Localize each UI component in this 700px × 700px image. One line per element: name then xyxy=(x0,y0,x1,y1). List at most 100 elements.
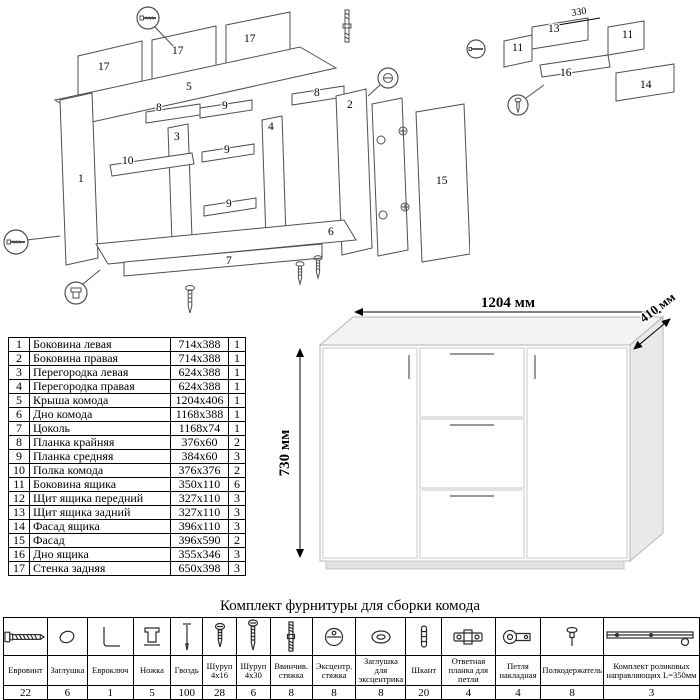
part-qty: 3 xyxy=(228,491,246,506)
hardware-name: Полкодержатель xyxy=(540,655,604,686)
part-label: 17 xyxy=(172,45,184,57)
part-qty: 6 xyxy=(228,477,246,492)
hw-icon-cell xyxy=(46,617,88,656)
hardware-qty: 6 xyxy=(235,685,271,700)
part-label: 11 xyxy=(622,29,633,41)
part-number: 5 xyxy=(8,393,30,408)
part-label: 7 xyxy=(226,255,232,267)
hardware-name: Заглушка xyxy=(46,655,88,686)
part-size: 376x376 xyxy=(170,463,229,478)
part-name: Крыша комода xyxy=(29,393,171,408)
shelf xyxy=(109,152,195,177)
part-size: 327x110 xyxy=(170,491,229,506)
part-qty: 3 xyxy=(228,449,246,464)
hw-icon-cell xyxy=(235,617,271,656)
part-name: Перегородка левая xyxy=(29,365,171,380)
hardware-qty-row: 22 6 1 5 100 28 6 8 8 8 20 4 4 8 3 xyxy=(3,685,700,700)
part-label: 4 xyxy=(268,121,274,133)
screw-icon xyxy=(185,285,195,314)
part-qty: 3 xyxy=(228,505,246,520)
part-label: 8 xyxy=(156,102,162,114)
hw-icon-cell xyxy=(202,617,237,656)
hardware-name: Шкант xyxy=(405,655,443,686)
drawer-front-facade xyxy=(615,63,675,102)
hardware-qty: 1 xyxy=(86,685,134,700)
drawer-front xyxy=(419,418,525,489)
hw-icon-cell xyxy=(355,617,407,656)
part-qty: 2 xyxy=(228,463,246,478)
part-qty: 1 xyxy=(228,379,246,394)
part-label: 16 xyxy=(560,67,572,79)
hardware-qty: 8 xyxy=(269,685,313,700)
part-name: Щит ящика передний xyxy=(29,491,171,506)
part-number: 14 xyxy=(8,519,30,534)
part-name: Цоколь xyxy=(29,421,171,436)
part-qty: 3 xyxy=(228,547,246,562)
part-number: 15 xyxy=(8,533,30,548)
hardware-qty: 5 xyxy=(132,685,172,700)
stud-bolt-icon xyxy=(342,9,352,43)
part-number: 9 xyxy=(8,449,30,464)
part-label: 9 xyxy=(224,144,230,156)
hw-icon-cell xyxy=(86,617,134,656)
part-size: 1168x74 xyxy=(170,421,229,436)
hinge-screw-icon xyxy=(398,126,410,212)
hex-key-icon xyxy=(103,626,121,647)
confirmat-screw-icon xyxy=(4,631,46,643)
detached-door-facade xyxy=(415,103,470,263)
part-label: 17 xyxy=(98,61,110,73)
part-label: 13 xyxy=(548,23,560,35)
hardware-icons-row xyxy=(3,617,700,656)
part-size: 714x388 xyxy=(170,337,229,352)
drawer-left-side xyxy=(503,34,533,68)
hardware-name: Шуруп 4x16 xyxy=(202,655,237,686)
part-name: Щит ящика задний xyxy=(29,505,171,520)
hardware-qty: 28 xyxy=(202,685,237,700)
part-number: 8 xyxy=(8,435,30,450)
part-qty: 3 xyxy=(228,519,246,534)
part-number: 16 xyxy=(8,547,30,562)
part-qty: 2 xyxy=(228,435,246,450)
left-side-panel xyxy=(59,92,99,266)
drawer-stack xyxy=(419,347,525,559)
part-qty: 1 xyxy=(228,407,246,422)
left-partition xyxy=(167,123,193,243)
confirmat-callout xyxy=(466,39,486,59)
cam-cap-icon xyxy=(371,629,391,644)
part-number: 2 xyxy=(8,351,30,366)
hw-icon-cell xyxy=(494,617,542,656)
part-size: 624x388 xyxy=(170,365,229,380)
part-label: 8 xyxy=(314,87,320,99)
screw-short-icon xyxy=(214,622,225,647)
hardware-qty: 8 xyxy=(311,685,357,700)
hinge-icon xyxy=(502,629,531,644)
part-size: 624x388 xyxy=(170,379,229,394)
part-name: Боковина левая xyxy=(29,337,171,352)
drawer-slide-icon xyxy=(606,630,695,646)
part-number: 12 xyxy=(8,491,30,506)
part-name: Фасад ящика xyxy=(29,519,171,534)
hardware-name: Евровинт xyxy=(3,655,48,686)
part-number: 6 xyxy=(8,407,30,422)
hw-icon-cell xyxy=(311,617,357,656)
foot-callout xyxy=(64,269,101,305)
part-name: Стенка задняя xyxy=(29,561,171,576)
nail-icon xyxy=(182,622,191,650)
part-number: 11 xyxy=(8,477,30,492)
part-name: Планка крайняя xyxy=(29,435,171,450)
shelf-pin-icon xyxy=(566,626,578,646)
part-number: 1 xyxy=(8,337,30,352)
part-number: 3 xyxy=(8,365,30,380)
part-qty: 2 xyxy=(228,533,246,548)
part-number: 13 xyxy=(8,505,30,520)
screw-callout xyxy=(3,229,61,255)
part-label: 9 xyxy=(222,100,228,112)
